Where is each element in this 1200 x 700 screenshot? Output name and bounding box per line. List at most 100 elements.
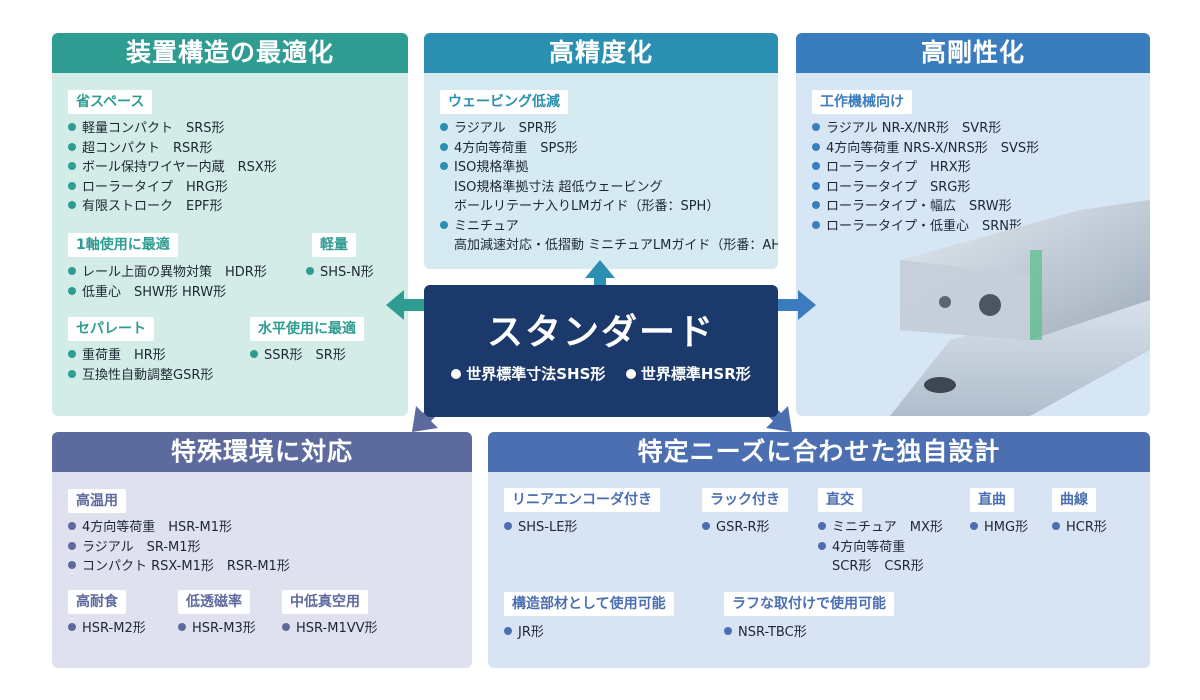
rail-hole [924, 377, 956, 393]
arrow-right-icon [772, 290, 816, 320]
bullet-icon [812, 123, 820, 131]
list-item: 4方向等荷重 NRS-X/NRS形 SVS形 [812, 139, 1039, 159]
list-item: 超コンパクト RSR形 [68, 139, 277, 159]
arrow-left-icon [386, 290, 430, 320]
panel-custom-design: 特定ニーズに合わせた独自設計 リニアエンコーダ付き SHS-LE形 ラック付き … [488, 432, 1150, 668]
bolt-hole [939, 296, 951, 308]
tag-rough-mounting: ラフな取付けで使用可能 [724, 592, 894, 616]
tag-structural-member: 構造部材として使用可能 [504, 592, 674, 616]
bullet-icon [282, 623, 290, 631]
bullet-icon [68, 369, 76, 378]
list-straight-curved: HMG形 [970, 518, 1028, 538]
list-item: ローラータイプ HRX形 [812, 158, 1039, 178]
list-item: ラジアル SPR形 [440, 119, 778, 139]
tag-high-temperature: 高温用 [68, 489, 126, 513]
tag-vacuum: 中低真空用 [282, 590, 368, 614]
list-item: SHS-LE形 [504, 518, 577, 538]
list-item: ローラータイプ・幅広 SRW形 [812, 197, 1039, 217]
list-item: ボール保持ワイヤー内蔵 RSX形 [68, 158, 277, 178]
bullet-icon [812, 162, 820, 170]
list-single-axis: レール上面の異物対策 HDR形 低重心 SHW形 HRW形 [68, 263, 267, 302]
arrow-up-icon [585, 260, 615, 302]
standard-center-box: スタンダード 世界標準寸法SHS形 世界標準HSR形 [424, 285, 778, 417]
bullet-icon [68, 267, 76, 275]
bullet-icon [440, 162, 448, 170]
tag-lightweight: 軽量 [312, 233, 356, 257]
bullet-icon [68, 123, 76, 131]
seal-strip [1030, 250, 1042, 340]
list-item: ローラータイプ SRG形 [812, 178, 1039, 198]
bullet-icon [306, 267, 314, 275]
bullet-icon [440, 220, 448, 229]
bullet-icon [451, 369, 462, 379]
list-lightweight: SHS-N形 [306, 263, 374, 283]
tag-low-permeability: 低透磁率 [178, 590, 250, 614]
list-item: 軽量コンパクト SRS形 [68, 119, 277, 139]
bullet-icon [970, 522, 978, 530]
bullet-icon [68, 561, 76, 569]
tag-curved: 曲線 [1052, 488, 1096, 512]
bullet-icon [440, 142, 448, 151]
bullet-icon [504, 627, 512, 635]
bullet-icon [68, 522, 76, 530]
bullet-icon [68, 286, 76, 295]
bullet-icon [68, 623, 76, 631]
tag-linear-encoder: リニアエンコーダ付き [504, 488, 660, 512]
list-item: SHS-N形 [306, 263, 374, 283]
bullet-icon [68, 541, 76, 550]
tag-straight-curved: 直曲 [970, 488, 1014, 512]
panel-structure-optimization: 装置構造の最適化 省スペース 軽量コンパクト SRS形 超コンパクト RSR形 … [52, 33, 408, 416]
tag-horizontal-use: 水平使用に最適 [250, 317, 364, 341]
bullet-icon [68, 201, 76, 209]
bullet-icon [440, 123, 448, 131]
list-space-saving: 軽量コンパクト SRS形 超コンパクト RSR形 ボール保持ワイヤー内蔵 RSX… [68, 119, 277, 217]
linear-guide-illustration [890, 200, 1150, 416]
list-item: 有限ストローク EPF形 [68, 197, 277, 217]
list-item: ミニチュア [440, 217, 778, 237]
list-high-temperature: 4方向等荷重 HSR-M1形 ラジアル SR-M1形 コンパクト RSX-M1形… [68, 518, 290, 577]
bullet-icon [68, 181, 76, 190]
list-rigidity: ラジアル NR-X/NR形 SVR形 4方向等荷重 NRS-X/NRS形 SVS… [812, 119, 1039, 236]
list-precision: ラジアル SPR形 4方向等荷重 SPS形 ISO規格準拠 ISO規格準拠寸法 … [440, 119, 778, 256]
list-horizontal-use: SSR形 SR形 [250, 346, 346, 366]
bullet-icon [68, 142, 76, 151]
tag-space-saving: 省スペース [68, 90, 153, 114]
bullet-icon [504, 522, 512, 530]
bullet-icon [812, 201, 820, 209]
panel-title: 高剛性化 [796, 33, 1150, 73]
list-item: ISO規格準拠 [440, 158, 778, 178]
list-rough-mounting: NSR-TBC形 [724, 623, 807, 643]
center-title: スタンダード [486, 312, 715, 353]
tag-rack: ラック付き [702, 488, 788, 512]
list-item: 4方向等荷重 [818, 538, 943, 558]
bullet-icon [178, 623, 186, 631]
tag-orthogonal: 直交 [818, 488, 862, 512]
bullet-icon [812, 181, 820, 190]
block-face [900, 260, 1030, 340]
list-item-sub: SCR形 CSR形 [832, 559, 924, 574]
bullet-icon [1052, 522, 1060, 530]
list-item: 重荷重 HR形 [68, 346, 213, 366]
list-linear-encoder: SHS-LE形 [504, 518, 577, 538]
list-item: 4方向等荷重 SPS形 [440, 139, 778, 159]
list-item: 互換性自動調整GSR形 [68, 366, 213, 386]
list-item: HSR-M2形 [68, 619, 146, 639]
list-vacuum: HSR-M1VV形 [282, 619, 378, 639]
panel-title: 特定ニーズに合わせた独自設計 [488, 432, 1150, 472]
list-item: ローラータイプ・低重心 SRN形 [812, 217, 1039, 237]
list-item: SSR形 SR形 [250, 346, 346, 366]
list-item: NSR-TBC形 [724, 623, 807, 643]
center-subtitle: 世界標準寸法SHS形 世界標準HSR形 [424, 363, 778, 384]
bullet-icon [812, 142, 820, 151]
tag-waving-reduction: ウェービング低減 [440, 90, 568, 114]
bolt-hole [979, 294, 1001, 316]
list-item: HSR-M3形 [178, 619, 256, 639]
list-item: ローラータイプ HRG形 [68, 178, 277, 198]
bullet-icon [250, 350, 258, 358]
bullet-icon [812, 220, 820, 229]
list-item: ミニチュア MX形 [818, 518, 943, 538]
list-item: ラジアル SR-M1形 [68, 538, 290, 558]
list-orthogonal: ミニチュア MX形 4方向等荷重 SCR形 CSR形 [818, 518, 943, 577]
bullet-icon [818, 522, 826, 530]
list-item-sub: ボールリテーナ入りLMガイド（形番：SPH） [454, 199, 720, 214]
